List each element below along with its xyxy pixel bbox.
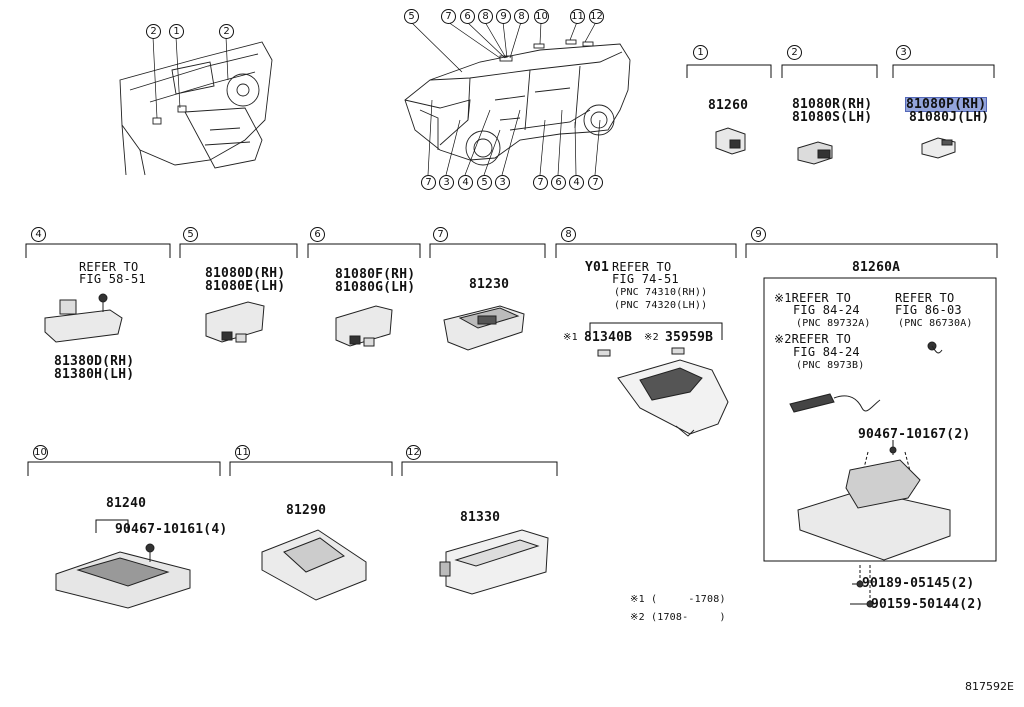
callout-car-top-1: 5 (404, 9, 419, 24)
callout-car-top-8: 11 (570, 9, 585, 24)
callout-car-top-6: 8 (514, 9, 529, 24)
callout-car-top-2: 7 (441, 9, 456, 24)
part-81080f[interactable]: 81080F(RH) (335, 267, 416, 282)
s9-refer1-pnc: (PNC 89732A) (796, 318, 871, 329)
s4-fig-ref[interactable]: FIG 58-51 (79, 272, 146, 286)
part-81330[interactable]: 81330 (460, 510, 501, 525)
callout-car-bot-4: 5 (477, 175, 492, 190)
part-81260a[interactable]: 81260A (852, 260, 901, 275)
part-81230[interactable]: 81230 (469, 277, 510, 292)
section-9-number: 9 (751, 227, 766, 242)
callout-dash-1: 2 (146, 24, 161, 39)
callout-car-top-5: 9 (496, 9, 511, 24)
s9-refer3-fig[interactable]: FIG 86-03 (895, 303, 962, 317)
part-81240[interactable]: 81240 (106, 496, 147, 511)
part-81380h[interactable]: 81380H(LH) (54, 367, 135, 382)
image-code: 817592E (965, 680, 1014, 693)
s8-fig-ref[interactable]: FIG 74-51 (612, 272, 679, 286)
section-5-number: 5 (183, 227, 198, 242)
part-81080e[interactable]: 81080E(LH) (205, 279, 286, 294)
part-81260[interactable]: 81260 (708, 98, 749, 113)
callout-car-bot-5: 3 (495, 175, 510, 190)
callout-car-bot-7: 6 (551, 175, 566, 190)
note-2: ※2 (1708- ) (630, 612, 726, 623)
callout-car-top-3: 6 (460, 9, 475, 24)
part-81080g[interactable]: 81080G(LH) (335, 280, 416, 295)
callout-dash-3: 2 (219, 24, 234, 39)
bolt-90159-50144[interactable]: 90159-50144(2) (871, 597, 984, 612)
note-1: ※1 ( -1708) (630, 594, 726, 605)
s4-refer-to: REFER TO (79, 260, 139, 274)
s9-refer2-fig[interactable]: FIG 84-24 (793, 345, 860, 359)
part-81340b[interactable]: 81340B (584, 330, 633, 345)
part-81080j[interactable]: 81080J(LH) (909, 110, 990, 125)
section-7-number: 7 (433, 227, 448, 242)
section-8-number: 8 (561, 227, 576, 242)
s8-pnc-lh: (PNC 74320(LH)) (614, 300, 708, 311)
callout-car-bot-8: 4 (569, 175, 584, 190)
part-81080s[interactable]: 81080S(LH) (792, 110, 873, 125)
callout-car-bot-6: 7 (533, 175, 548, 190)
section-2-number: 2 (787, 45, 802, 60)
callout-dash-2: 1 (169, 24, 184, 39)
s8-refer-to: REFER TO (612, 260, 672, 274)
section-12-number: 12 (406, 445, 421, 460)
part-81080r[interactable]: 81080R(RH) (792, 97, 873, 112)
s9-refer2-pnc: (PNC 8973B) (796, 360, 865, 371)
s9-refer1-fig[interactable]: FIG 84-24 (793, 303, 860, 317)
s8-pnc-rh: (PNC 74310(RH)) (614, 287, 708, 298)
section-3-number: 3 (896, 45, 911, 60)
s9-refer3-pnc: (PNC 86730A) (898, 318, 973, 329)
section-4-number: 4 (31, 227, 46, 242)
part-81290[interactable]: 81290 (286, 503, 327, 518)
section-6-number: 6 (310, 227, 325, 242)
callout-car-top-9: 12 (589, 9, 604, 24)
callout-car-top-4: 8 (478, 9, 493, 24)
part-81080d[interactable]: 81080D(RH) (205, 266, 286, 281)
callout-car-top-7: 10 (534, 9, 549, 24)
section-10-number: 10 (33, 445, 48, 460)
callout-car-bot-3: 4 (458, 175, 473, 190)
s9-refer1-head: ※1REFER TO (774, 291, 852, 305)
section-11-number: 11 (235, 445, 250, 460)
s8-mark-2: ※2 (644, 332, 659, 343)
callout-car-bot-2: 3 (439, 175, 454, 190)
s8-y01: Y01 (585, 260, 610, 275)
s9-refer2-head: ※2REFER TO (774, 332, 852, 346)
s9-refer3-head: REFER TO (895, 291, 955, 305)
bolt-90467-10161[interactable]: 90467-10161(4) (115, 522, 228, 537)
bolt-90189-05145[interactable]: 90189-05145(2) (862, 576, 975, 591)
section-1-number: 1 (693, 45, 708, 60)
callout-car-bot-9: 7 (588, 175, 603, 190)
callout-car-bot-1: 7 (421, 175, 436, 190)
bolt-90467-10167[interactable]: 90467-10167(2) (858, 427, 971, 442)
part-81080p[interactable]: 81080P(RH) (904, 97, 988, 112)
part-81380d[interactable]: 81380D(RH) (54, 354, 135, 369)
part-35959b[interactable]: 35959B (665, 330, 714, 345)
s8-mark-1: ※1 (563, 332, 578, 343)
